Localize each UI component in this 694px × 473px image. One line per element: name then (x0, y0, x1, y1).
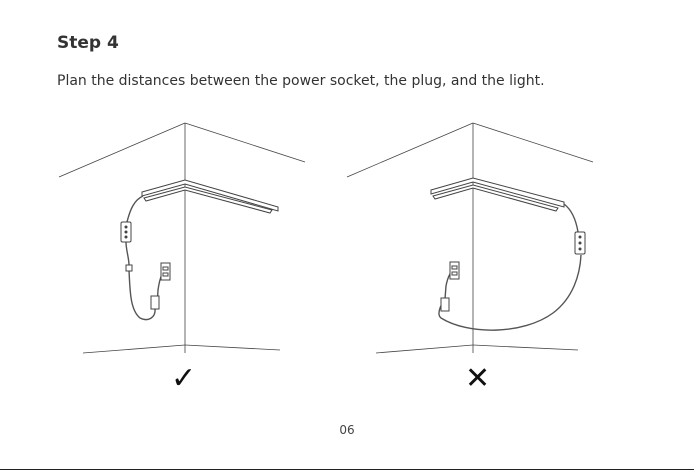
instruction-text: Plan the distances between the power soc… (57, 73, 545, 89)
step-title: Step 4 (57, 33, 119, 53)
plug-adapter (151, 296, 159, 309)
incorrect-cross-icon: ✕ (465, 364, 490, 394)
correct-check-icon: ✓ (171, 364, 196, 394)
power-socket (161, 263, 170, 280)
page-number: 06 (0, 423, 694, 437)
short-cable (126, 196, 168, 320)
wall-corner (59, 123, 305, 353)
power-socket (450, 262, 459, 279)
bottom-divider (0, 469, 694, 470)
light-bar (142, 180, 278, 213)
light-bar (431, 178, 564, 211)
long-cable (439, 204, 581, 330)
wall-corner (347, 123, 593, 353)
plug-adapter (441, 298, 449, 311)
incorrect-placement-illustration (338, 110, 598, 355)
correct-placement-illustration (50, 110, 310, 355)
inline-controller (575, 232, 585, 254)
